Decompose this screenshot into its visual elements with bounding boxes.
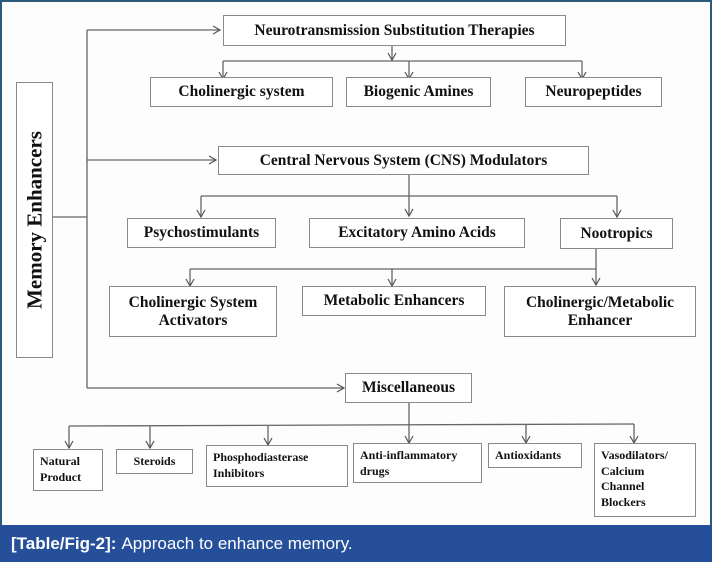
cholinergic-metabolic-enhancer-box: Cholinergic/Metabolic Enhancer — [504, 286, 696, 337]
figure-frame: Memory Enhancers Neurotransmission Subst… — [0, 0, 712, 525]
biogenic-amines-label: Biogenic Amines — [363, 83, 474, 101]
figure-caption: [Table/Fig-2]: Approach to enhance memor… — [0, 525, 712, 562]
vasodilators-box: Vasodilators/ Calcium Channel Blockers — [594, 443, 696, 517]
neurotransmission-label: Neurotransmission Substitution Therapies — [254, 21, 535, 39]
cholinergic-system-label: Cholinergic system — [178, 83, 305, 101]
psychostimulants-label: Psychostimulants — [143, 224, 260, 242]
antioxidants-box: Antioxidants — [488, 443, 582, 468]
root-label: Memory Enhancers — [22, 131, 46, 309]
cns-modulators-box: Central Nervous System (CNS) Modulators — [218, 146, 589, 175]
anti-inflammatory-drugs-label: Anti-inflammatory drugs — [360, 448, 458, 478]
miscellaneous-box: Miscellaneous — [345, 373, 472, 403]
cholinergic-system-box: Cholinergic system — [150, 77, 333, 107]
connector-lines — [53, 25, 639, 450]
steroids-label: Steroids — [133, 454, 176, 468]
steroids-box: Steroids — [116, 449, 193, 474]
cholinergic-metabolic-enhancer-label: Cholinergic/Metabolic Enhancer — [525, 293, 675, 329]
phosphodiasterase-inhibitors-label: Phosphodiasterase Inhibitors — [213, 450, 309, 480]
nootropics-box: Nootropics — [560, 218, 673, 249]
biogenic-amines-box: Biogenic Amines — [346, 77, 491, 107]
cns-modulators-label: Central Nervous System (CNS) Modulators — [259, 151, 548, 169]
excitatory-amino-acids-label: Excitatory Amino Acids — [338, 224, 496, 242]
memory-enhancers-root-box: Memory Enhancers — [16, 82, 53, 358]
neuropeptides-box: Neuropeptides — [525, 77, 662, 107]
anti-inflammatory-drugs-box: Anti-inflammatory drugs — [353, 443, 482, 483]
metabolic-enhancers-label: Metabolic Enhancers — [323, 292, 465, 310]
phosphodiasterase-inhibitors-box: Phosphodiasterase Inhibitors — [206, 445, 348, 487]
psychostimulants-box: Psychostimulants — [127, 218, 276, 248]
neuropeptides-label: Neuropeptides — [545, 83, 642, 101]
metabolic-enhancers-box: Metabolic Enhancers — [302, 286, 486, 316]
cholinergic-system-activators-box: Cholinergic System Activators — [109, 286, 277, 337]
miscellaneous-label: Miscellaneous — [362, 379, 455, 397]
natural-product-label: Natural Product — [40, 454, 82, 484]
nootropics-label: Nootropics — [580, 224, 653, 242]
vasodilators-label: Vasodilators/ Calcium Channel Blockers — [601, 448, 668, 509]
cholinergic-system-activators-label: Cholinergic System Activators — [128, 293, 258, 329]
neurotransmission-box: Neurotransmission Substitution Therapies — [223, 15, 566, 46]
natural-product-box: Natural Product — [33, 449, 103, 491]
caption-label: [Table/Fig-2]: — [11, 533, 117, 553]
caption-text: Approach to enhance memory. — [121, 533, 353, 553]
excitatory-amino-acids-box: Excitatory Amino Acids — [309, 218, 525, 248]
antioxidants-label: Antioxidants — [495, 448, 562, 462]
